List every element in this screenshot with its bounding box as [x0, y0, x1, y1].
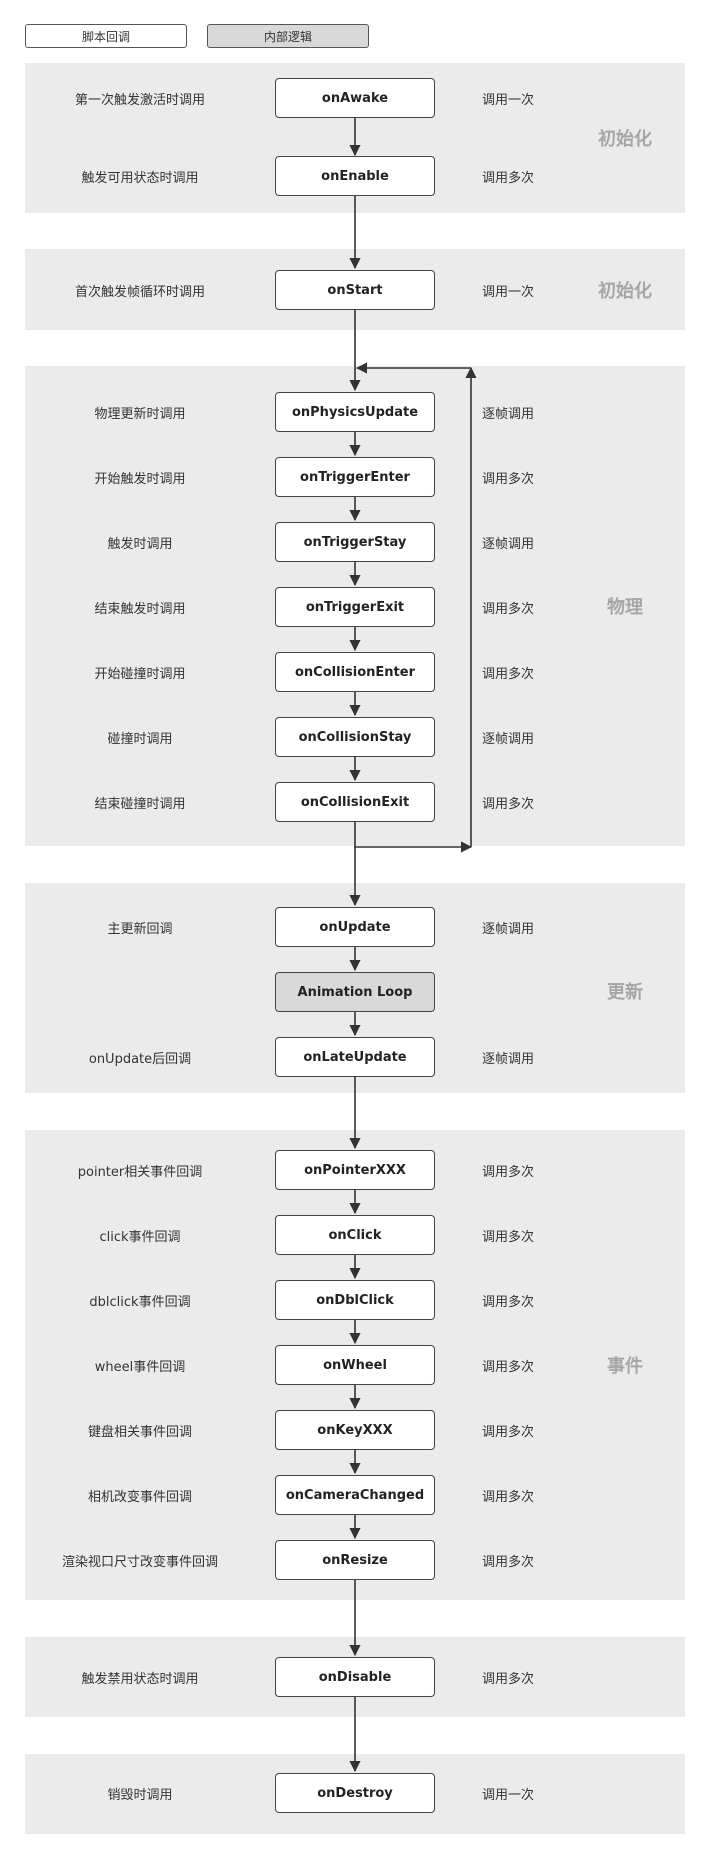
node-onstart: onStart — [275, 270, 435, 310]
call-frequency: 调用一次 — [482, 284, 535, 300]
node-description: wheel事件回调 — [94, 1359, 186, 1375]
node-onresize: onResize — [275, 1540, 435, 1580]
legend-script-callback: 脚本回调 — [25, 24, 187, 48]
node-onkeyxxx: onKeyXXX — [275, 1410, 435, 1450]
call-frequency: 调用多次 — [482, 1229, 535, 1245]
legend-internal-logic: 内部逻辑 — [207, 24, 369, 48]
call-frequency: 调用多次 — [482, 666, 535, 682]
node-animation-loop: Animation Loop — [275, 972, 435, 1012]
call-frequency: 逐帧调用 — [482, 536, 535, 552]
node-description: 结束触发时调用 — [94, 601, 186, 617]
node-description: 物理更新时调用 — [94, 406, 186, 422]
node-description: 碰撞时调用 — [107, 731, 173, 747]
node-onenable: onEnable — [275, 156, 435, 196]
call-frequency: 逐帧调用 — [482, 406, 535, 422]
node-description: 销毁时调用 — [107, 1787, 173, 1803]
call-frequency: 调用多次 — [482, 1554, 535, 1570]
call-frequency: 调用多次 — [482, 1489, 535, 1505]
node-description: 键盘相关事件回调 — [87, 1424, 192, 1440]
call-frequency: 调用多次 — [482, 471, 535, 487]
node-oncollisionstay: onCollisionStay — [275, 717, 435, 757]
node-ontriggerexit: onTriggerExit — [275, 587, 435, 627]
call-frequency: 调用多次 — [482, 1359, 535, 1375]
call-frequency: 调用多次 — [482, 1671, 535, 1687]
node-description: 开始触发时调用 — [94, 471, 186, 487]
call-frequency: 逐帧调用 — [482, 921, 535, 937]
node-onupdate: onUpdate — [275, 907, 435, 947]
phase-label-init: 初始化 — [598, 281, 652, 302]
node-onphysicsupdate: onPhysicsUpdate — [275, 392, 435, 432]
node-ondblclick: onDblClick — [275, 1280, 435, 1320]
call-frequency: 调用多次 — [482, 601, 535, 617]
node-onwheel: onWheel — [275, 1345, 435, 1385]
loop-connector — [354, 822, 473, 853]
node-onawake: onAwake — [275, 78, 435, 118]
node-ondestroy: onDestroy — [275, 1773, 435, 1813]
call-frequency: 调用多次 — [482, 1424, 535, 1440]
node-onclick: onClick — [275, 1215, 435, 1255]
call-frequency: 逐帧调用 — [482, 1051, 535, 1067]
node-description: pointer相关事件回调 — [77, 1164, 203, 1180]
call-frequency: 调用一次 — [482, 92, 535, 108]
phase-label-update: 更新 — [607, 982, 643, 1003]
node-oncamerachanged: onCameraChanged — [275, 1475, 435, 1515]
node-ontriggerenter: onTriggerEnter — [275, 457, 435, 497]
call-frequency: 调用一次 — [482, 1787, 535, 1803]
phase-label-physics: 物理 — [607, 597, 643, 618]
node-description: click事件回调 — [99, 1229, 181, 1245]
node-description: 渲染视口尺寸改变事件回调 — [61, 1554, 218, 1570]
node-onpointerxxx: onPointerXXX — [275, 1150, 435, 1190]
node-description: 开始碰撞时调用 — [94, 666, 186, 682]
node-description: 首次触发帧循环时调用 — [74, 284, 205, 300]
node-description: onUpdate后回调 — [88, 1051, 192, 1067]
call-frequency: 调用多次 — [482, 796, 535, 812]
call-frequency: 调用多次 — [482, 1294, 535, 1310]
node-description: 触发时调用 — [107, 536, 173, 552]
node-onlateupdate: onLateUpdate — [275, 1037, 435, 1077]
node-description: 第一次触发激活时调用 — [74, 92, 205, 108]
node-oncollisionexit: onCollisionExit — [275, 782, 435, 822]
node-description: 相机改变事件回调 — [87, 1489, 192, 1505]
node-description: dblclick事件回调 — [89, 1294, 191, 1310]
call-frequency: 调用多次 — [482, 170, 535, 186]
call-frequency: 逐帧调用 — [482, 731, 535, 747]
node-description: 触发禁用状态时调用 — [81, 1671, 199, 1687]
node-description: 触发可用状态时调用 — [81, 170, 199, 186]
phase-label-init: 初始化 — [598, 129, 652, 150]
phase-label-event: 事件 — [607, 1356, 643, 1377]
node-description: 结束碰撞时调用 — [94, 796, 186, 812]
node-oncollisionenter: onCollisionEnter — [275, 652, 435, 692]
node-description: 主更新回调 — [107, 921, 173, 937]
call-frequency: 调用多次 — [482, 1164, 535, 1180]
node-ondisable: onDisable — [275, 1657, 435, 1697]
node-ontriggerstay: onTriggerStay — [275, 522, 435, 562]
